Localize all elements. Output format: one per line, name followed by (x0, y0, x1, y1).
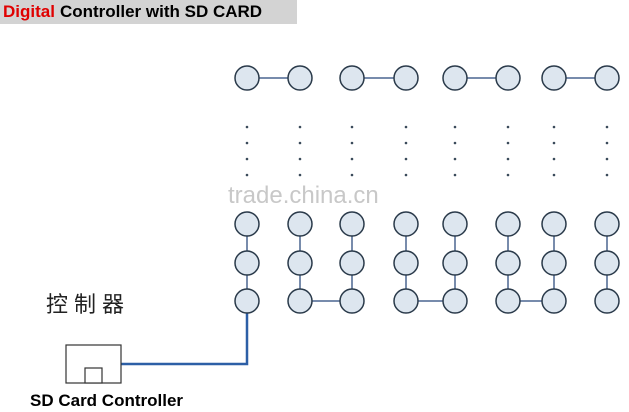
ellipsis-dot (453, 173, 457, 177)
controller-label-en: SD Card Controller (30, 391, 184, 410)
ellipsis-dot (298, 141, 302, 145)
ellipsis-dot (552, 173, 556, 177)
led-node (393, 211, 419, 237)
led-node (234, 65, 260, 91)
led-node (287, 65, 313, 91)
ellipsis-dot (404, 173, 408, 177)
ellipsis-dot (245, 157, 249, 161)
ellipsis-dot (245, 125, 249, 129)
sd-card-slot (84, 367, 103, 384)
led-node (393, 250, 419, 276)
ellipsis-dot (605, 173, 609, 177)
led-node (541, 65, 567, 91)
ellipsis-dot (605, 157, 609, 161)
led-node (594, 288, 620, 314)
ellipsis-dot (245, 141, 249, 145)
ellipsis-dot (298, 157, 302, 161)
title-rest: Controller with SD CARD (59, 2, 263, 21)
led-node (442, 65, 468, 91)
ellipsis-dot (350, 173, 354, 177)
ellipsis-dot (350, 141, 354, 145)
ellipsis-dot (453, 141, 457, 145)
ellipsis-dot (245, 173, 249, 177)
ellipsis-dot (605, 125, 609, 129)
led-node (594, 65, 620, 91)
title-accent-word: Digital (3, 2, 55, 21)
led-node (339, 65, 365, 91)
led-node (495, 65, 521, 91)
led-node (393, 65, 419, 91)
controller-label-cn: 控制器 (46, 293, 131, 318)
led-node (287, 211, 313, 237)
led-node (541, 288, 567, 314)
led-node (594, 211, 620, 237)
title-bar: Digital Controller with SD CARD (0, 0, 297, 24)
led-node (541, 250, 567, 276)
ellipsis-dot (552, 141, 556, 145)
led-node (495, 250, 521, 276)
led-node (495, 211, 521, 237)
led-node (339, 211, 365, 237)
ellipsis-dot (506, 125, 510, 129)
watermark-text: trade.china.cn (228, 182, 379, 209)
led-node (234, 288, 260, 314)
led-node (594, 250, 620, 276)
controller-cable (120, 313, 249, 366)
led-node (393, 288, 419, 314)
ellipsis-dot (350, 157, 354, 161)
ellipsis-dot (404, 141, 408, 145)
ellipsis-dot (298, 125, 302, 129)
led-node (442, 211, 468, 237)
led-node (442, 250, 468, 276)
ellipsis-dot (298, 173, 302, 177)
led-node (287, 288, 313, 314)
ellipsis-dot (506, 173, 510, 177)
led-node (442, 288, 468, 314)
ellipsis-dot (453, 125, 457, 129)
led-node (287, 250, 313, 276)
ellipsis-dot (506, 157, 510, 161)
ellipsis-dot (506, 141, 510, 145)
ellipsis-dot (350, 125, 354, 129)
ellipsis-dot (453, 157, 457, 161)
led-node (541, 211, 567, 237)
led-node (234, 211, 260, 237)
led-node (339, 288, 365, 314)
ellipsis-dot (552, 125, 556, 129)
led-node (339, 250, 365, 276)
ellipsis-dot (404, 125, 408, 129)
led-node (234, 250, 260, 276)
ellipsis-dot (404, 157, 408, 161)
ellipsis-dot (605, 141, 609, 145)
ellipsis-dot (552, 157, 556, 161)
led-node (495, 288, 521, 314)
